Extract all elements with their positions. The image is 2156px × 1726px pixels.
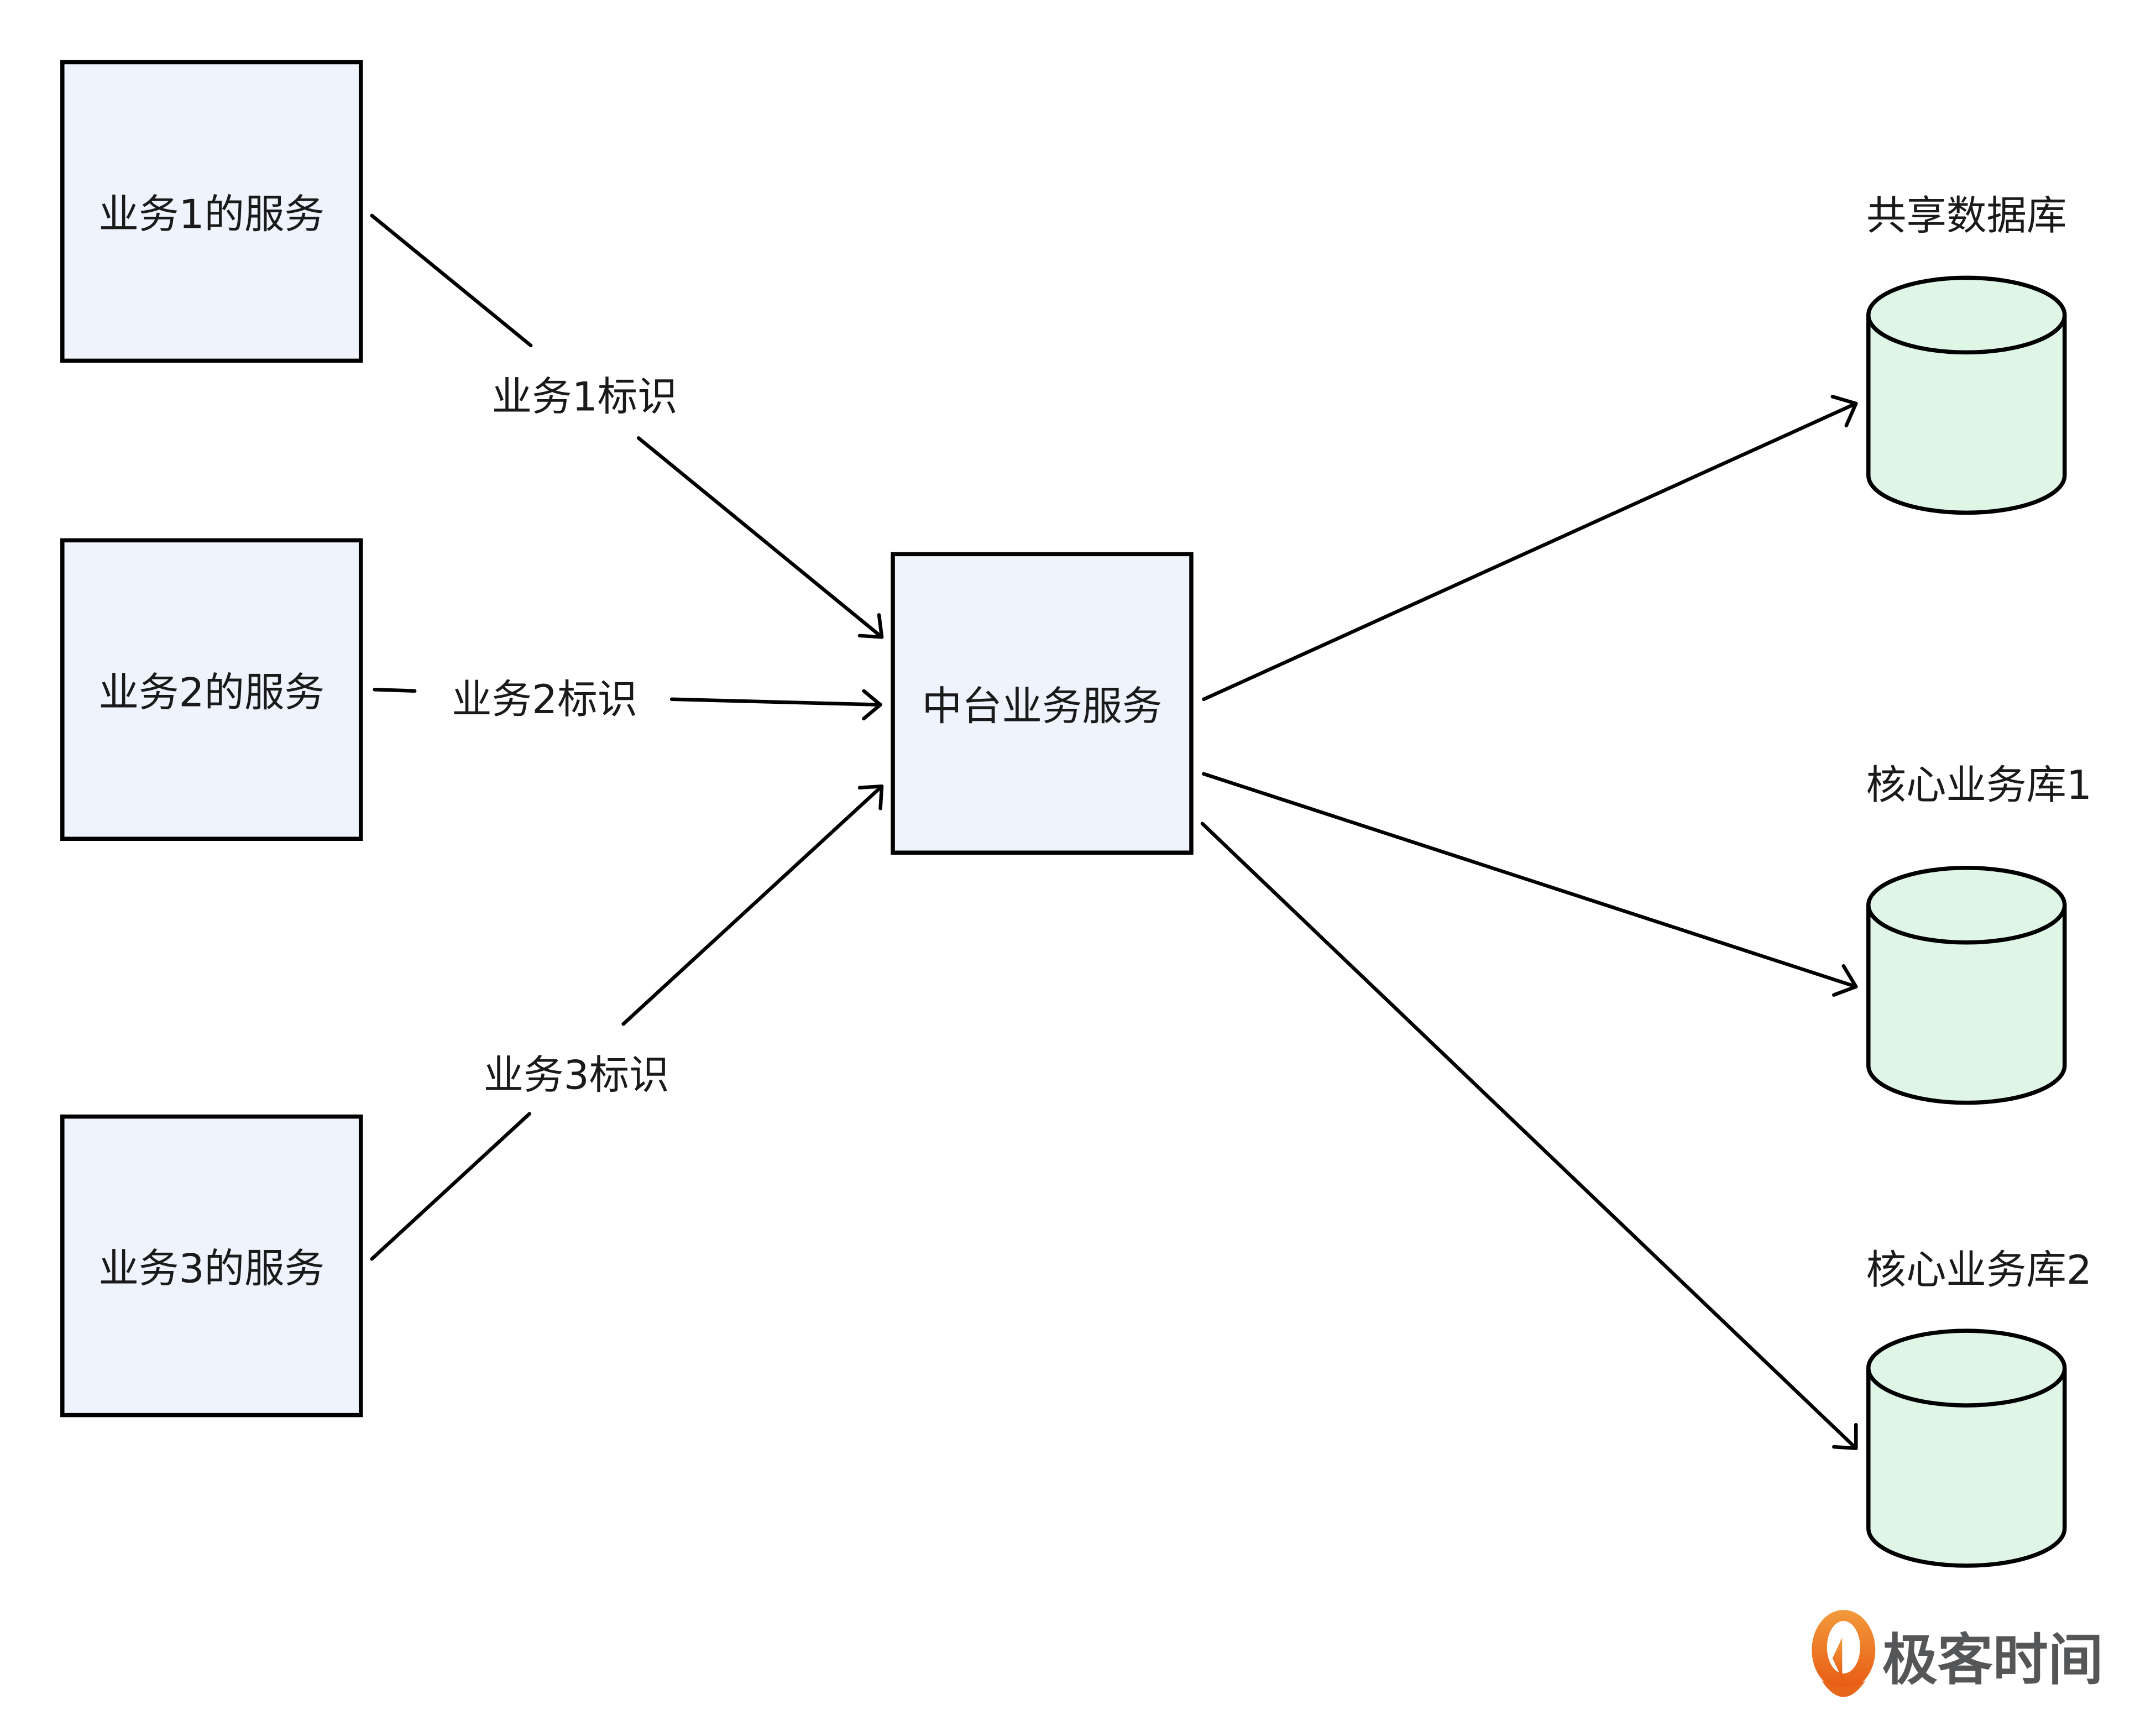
service-node-2[interactable]: 业务2的服务 <box>60 538 363 841</box>
core-database-2-label: 核心业务库2 <box>1866 1247 2092 1294</box>
service-node-3[interactable]: 业务3的服务 <box>60 1114 363 1418</box>
database-icon <box>1866 315 2067 515</box>
arrowhead-icon <box>857 613 884 639</box>
edge-svc1-to-middle: 业务1标识 <box>370 213 884 639</box>
edge-svc3-to-middle: 业务3标识 <box>370 784 884 1261</box>
edge-middle-to-shared-db <box>1202 395 1858 702</box>
service-node-1-label: 业务1的服务 <box>99 191 325 238</box>
edge-svc2-to-middle: 业务2标识 <box>373 677 882 723</box>
arrowhead-icon <box>862 689 882 721</box>
arrowhead-icon <box>1832 1422 1858 1450</box>
edge-label-2: 业务2标识 <box>452 677 637 723</box>
service-node-3-label: 业务3的服务 <box>99 1246 325 1293</box>
core-database-1-label: 核心业务库1 <box>1866 762 2092 809</box>
shared-database-label: 共享数据库 <box>1866 193 2066 239</box>
service-node-2-label: 业务2的服务 <box>99 670 325 716</box>
shared-database[interactable]: 共享数据库 <box>1866 193 2067 515</box>
arrowhead-icon <box>1830 395 1858 428</box>
geektime-watermark: 极客时间 <box>1812 1610 2103 1697</box>
edge-middle-to-core-db-1 <box>1202 772 1858 997</box>
middle-platform-node[interactable]: 中台业务服务 <box>891 552 1194 855</box>
core-database-1[interactable]: 核心业务库1 <box>1866 762 2092 1105</box>
edge-label-1: 业务1标识 <box>492 374 678 420</box>
geektime-logo-icon <box>1812 1610 1876 1697</box>
arrowhead-icon <box>1832 964 1858 997</box>
database-icon <box>1866 905 2067 1105</box>
middle-platform-node-label: 中台业务服务 <box>922 683 1163 730</box>
edge-label-3: 业务3标识 <box>484 1053 669 1099</box>
arrowhead-icon <box>857 784 884 810</box>
core-database-2[interactable]: 核心业务库2 <box>1866 1247 2092 1568</box>
edge-middle-to-core-db-2 <box>1200 822 1858 1450</box>
service-node-1[interactable]: 业务1的服务 <box>60 60 363 363</box>
geektime-logo-text: 极客时间 <box>1882 1628 2103 1692</box>
database-icon <box>1866 1368 2067 1568</box>
